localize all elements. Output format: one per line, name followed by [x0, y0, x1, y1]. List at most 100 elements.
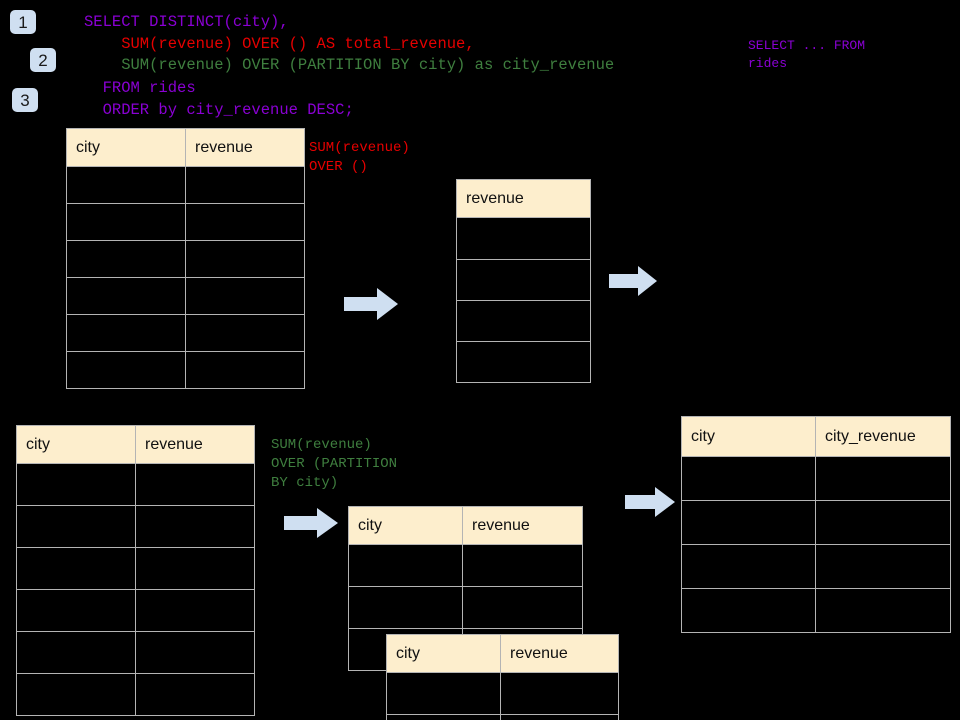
table-row [66, 314, 305, 352]
table-cell [16, 673, 136, 716]
table-row [681, 544, 951, 589]
step-badge-3: 3 [12, 88, 38, 112]
table-header-row: city city_revenue [681, 416, 951, 457]
table-row [16, 589, 255, 632]
table-cell [135, 673, 255, 716]
table-cell [456, 259, 591, 301]
table-cell [681, 588, 816, 633]
table-cell [185, 166, 305, 204]
table-row [66, 166, 305, 204]
column-header-revenue: revenue [456, 179, 591, 218]
table-cell [681, 544, 816, 589]
table-cell [135, 505, 255, 548]
sql-line-select-distinct: SELECT DISTINCT(city), [84, 13, 289, 31]
column-header-city: city [16, 425, 136, 464]
table-row [456, 341, 591, 383]
table-cell [185, 351, 305, 389]
sql-line-sum-over-empty: SUM(revenue) OVER () AS total_revenue, [84, 34, 475, 53]
table-cell [66, 314, 186, 352]
table-cell [16, 547, 136, 590]
table-row [66, 203, 305, 241]
table-cell [815, 544, 951, 589]
sql-line-sum-over-partition: SUM(revenue) OVER (PARTITION BY city) as… [84, 56, 615, 74]
table-row [681, 456, 951, 501]
table-row [66, 277, 305, 315]
table-row [66, 240, 305, 278]
column-header-city: city [386, 634, 501, 673]
arrow-source-to-partition [284, 508, 338, 538]
table-cell [16, 505, 136, 548]
table-cell [500, 714, 619, 720]
column-header-revenue: revenue [500, 634, 619, 673]
table-cell [462, 586, 583, 629]
table-cell [185, 314, 305, 352]
table-cell [135, 463, 255, 506]
column-header-city: city [348, 506, 463, 545]
column-header-city-revenue: city_revenue [815, 416, 951, 457]
total-revenue-table: revenue [456, 179, 591, 383]
table-cell [386, 714, 501, 720]
source-table-top: city revenue [66, 128, 305, 389]
table-cell [135, 631, 255, 674]
column-header-city: city [66, 128, 186, 167]
table-cell [185, 277, 305, 315]
table-cell [348, 586, 463, 629]
source-table-bottom: city revenue [16, 425, 255, 716]
arrow-partition-to-result [625, 487, 675, 517]
table-cell [386, 672, 501, 715]
table-header-row: city revenue [386, 634, 619, 673]
table-header-row: revenue [456, 179, 591, 218]
table-cell [66, 240, 186, 278]
arrow-total-to-result [609, 266, 657, 296]
table-cell [456, 300, 591, 342]
annotation-sum-over-partition: SUM(revenue) OVER (PARTITION BY city) [271, 437, 398, 491]
arrow-source-to-total [344, 288, 398, 320]
table-cell [185, 203, 305, 241]
table-row [16, 505, 255, 548]
table-cell [66, 277, 186, 315]
result-table: city city_revenue [681, 416, 951, 633]
table-row [386, 672, 619, 715]
table-row [348, 544, 583, 587]
table-cell [135, 547, 255, 590]
table-row [681, 500, 951, 545]
table-header-row: city revenue [66, 128, 305, 167]
table-cell [16, 589, 136, 632]
table-row [16, 547, 255, 590]
annotation-sum-over-empty: SUM(revenue) OVER () [309, 140, 410, 175]
table-cell [456, 217, 591, 260]
table-cell [681, 500, 816, 545]
table-row [16, 463, 255, 506]
table-header-row: city revenue [348, 506, 583, 545]
table-cell [66, 203, 186, 241]
sql-line-from: FROM rides [84, 79, 196, 97]
table-cell [66, 351, 186, 389]
table-row [66, 351, 305, 389]
table-row [681, 588, 951, 633]
table-cell [16, 463, 136, 506]
table-row [16, 673, 255, 716]
table-cell [815, 456, 951, 501]
table-cell [185, 240, 305, 278]
table-cell [456, 341, 591, 383]
table-cell [66, 166, 186, 204]
table-row [386, 714, 619, 720]
table-cell [815, 500, 951, 545]
table-cell [16, 631, 136, 674]
column-header-city: city [681, 416, 816, 457]
table-cell [462, 544, 583, 587]
sql-line-order-by: ORDER by city_revenue DESC; [84, 101, 354, 119]
step-badge-2: 2 [30, 48, 56, 72]
column-header-revenue: revenue [462, 506, 583, 545]
table-row [456, 259, 591, 301]
table-row [456, 217, 591, 260]
table-cell [348, 544, 463, 587]
table-cell [135, 589, 255, 632]
table-row [16, 631, 255, 674]
table-cell [815, 588, 951, 633]
table-row [348, 586, 583, 629]
table-header-row: city revenue [16, 425, 255, 464]
column-header-revenue: revenue [185, 128, 305, 167]
partition-table-front: city revenue [386, 634, 619, 720]
